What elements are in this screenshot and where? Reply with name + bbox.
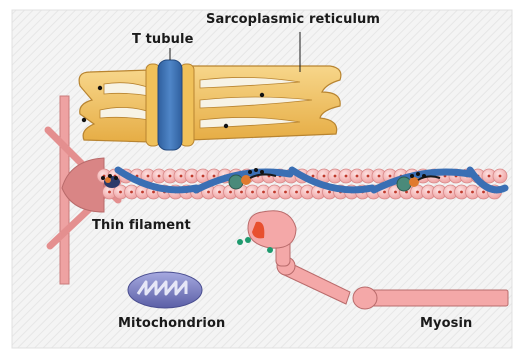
actin-binding-site: [427, 191, 430, 194]
actin-binding-site: [482, 191, 485, 194]
actin-binding-site: [328, 191, 331, 194]
actin-binding-site: [207, 191, 210, 194]
actin-binding-site: [158, 175, 161, 178]
actin-binding-site: [240, 191, 243, 194]
sarcoplasmic-reticulum: [79, 66, 341, 142]
label-mitochondrion: Mitochondrion: [118, 316, 225, 331]
actin-binding-site: [152, 191, 155, 194]
actin-binding-site: [306, 191, 309, 194]
actin-binding-site: [218, 191, 221, 194]
t-tubule: [146, 60, 194, 150]
actin-binding-site: [130, 191, 133, 194]
actin-binding-site: [488, 175, 491, 178]
actin-binding-site: [262, 191, 265, 194]
actin-binding-site: [229, 191, 232, 194]
actin-binding-site: [449, 191, 452, 194]
actin-binding-site: [180, 175, 183, 178]
label-thin-filament: Thin filament: [92, 218, 191, 233]
actin-binding-site: [119, 191, 122, 194]
actin-binding-site: [317, 191, 320, 194]
actin-binding-site: [251, 191, 254, 194]
actin-binding-site: [460, 191, 463, 194]
actin-binding-site: [471, 191, 474, 194]
actin-binding-site: [147, 175, 150, 178]
actin-binding-site: [213, 175, 216, 178]
actin-binding-site: [345, 175, 348, 178]
actin-binding-site: [202, 175, 205, 178]
mitochondrion: [128, 272, 202, 308]
actin-binding-site: [416, 191, 419, 194]
actin-binding-site: [295, 191, 298, 194]
actin-binding-site: [438, 191, 441, 194]
label-t-tubule: T tubule: [132, 32, 194, 47]
actin-binding-site: [312, 175, 315, 178]
actin-binding-site: [378, 175, 381, 178]
actin-binding-site: [108, 191, 111, 194]
actin-binding-site: [499, 175, 502, 178]
actin-binding-site: [334, 175, 337, 178]
actin-binding-site: [273, 191, 276, 194]
label-sarcoplasmic-reticulum: Sarcoplasmic reticulum: [206, 12, 380, 27]
actin-binding-site: [323, 175, 326, 178]
actin-binding-site: [169, 175, 172, 178]
label-myosin: Myosin: [420, 316, 472, 331]
actin-binding-site: [367, 175, 370, 178]
actin-binding-site: [356, 175, 359, 178]
actin-binding-site: [389, 175, 392, 178]
actin-binding-site: [383, 191, 386, 194]
actin-binding-site: [191, 175, 194, 178]
actin-binding-site: [141, 191, 144, 194]
actin-binding-site: [284, 191, 287, 194]
actin-binding-site: [394, 191, 397, 194]
